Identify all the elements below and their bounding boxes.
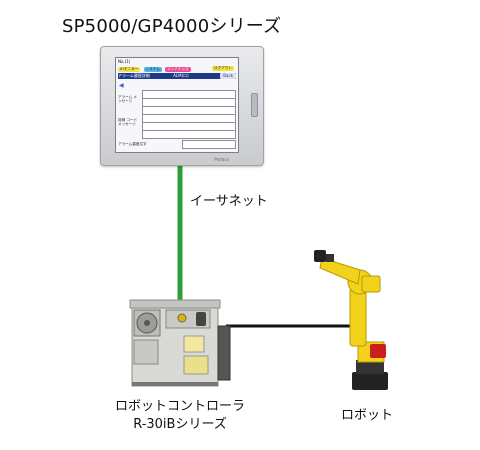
hmi-bar-alm: ALM(ロ) bbox=[173, 73, 189, 78]
hmi-detail-code-label: 詳細 コード メッセージ bbox=[118, 118, 138, 126]
hmi-alarm-message-label: アラーム メッセージ bbox=[118, 95, 138, 103]
hmi-field bbox=[142, 130, 236, 139]
hmi-screen: No.(1) IOモニター システム メンテナンス ログアウト アラーム履歴詳細… bbox=[115, 57, 239, 153]
hmi-back-button: Back bbox=[220, 73, 236, 79]
hmi-tab-row: IOモニター システム メンテナンス ログアウト bbox=[118, 66, 236, 72]
hmi-brand: Proface bbox=[214, 157, 229, 162]
hmi-tab-maintenance: メンテナンス bbox=[165, 67, 191, 72]
hmi-field bbox=[182, 140, 236, 149]
hmi-tab-io: IOモニター bbox=[118, 67, 141, 72]
controller-label: ロボットコントローラ R-30iBシリーズ bbox=[100, 398, 260, 434]
hmi-alarm-level-label: アラーム重度文字 bbox=[118, 142, 147, 146]
controller-label-line1: ロボットコントローラ bbox=[114, 399, 245, 414]
hmi-panel: No.(1) IOモニター システム メンテナンス ログアウト アラーム履歴詳細… bbox=[100, 46, 264, 166]
hmi-title-bar: アラーム履歴詳細 ALM(ロ) Back bbox=[118, 73, 236, 79]
robot-label: ロボット bbox=[341, 408, 394, 423]
ethernet-label: イーサネット bbox=[190, 194, 268, 209]
robot-image bbox=[314, 250, 388, 390]
robot-controller-image bbox=[129, 299, 231, 387]
hmi-tab-logout: ログアウト bbox=[212, 66, 234, 71]
hmi-bar-title: アラーム履歴詳細 bbox=[118, 73, 150, 78]
controller-label-line2: R-30iBシリーズ bbox=[133, 417, 227, 432]
hmi-tab-system: システム bbox=[143, 67, 162, 72]
diagram-title: SP5000/GP4000シリーズ bbox=[62, 16, 282, 37]
hmi-side-button bbox=[251, 93, 258, 117]
hmi-left-arrow-icon: ◀ bbox=[119, 82, 124, 89]
hmi-header: No.(1) bbox=[118, 59, 131, 64]
